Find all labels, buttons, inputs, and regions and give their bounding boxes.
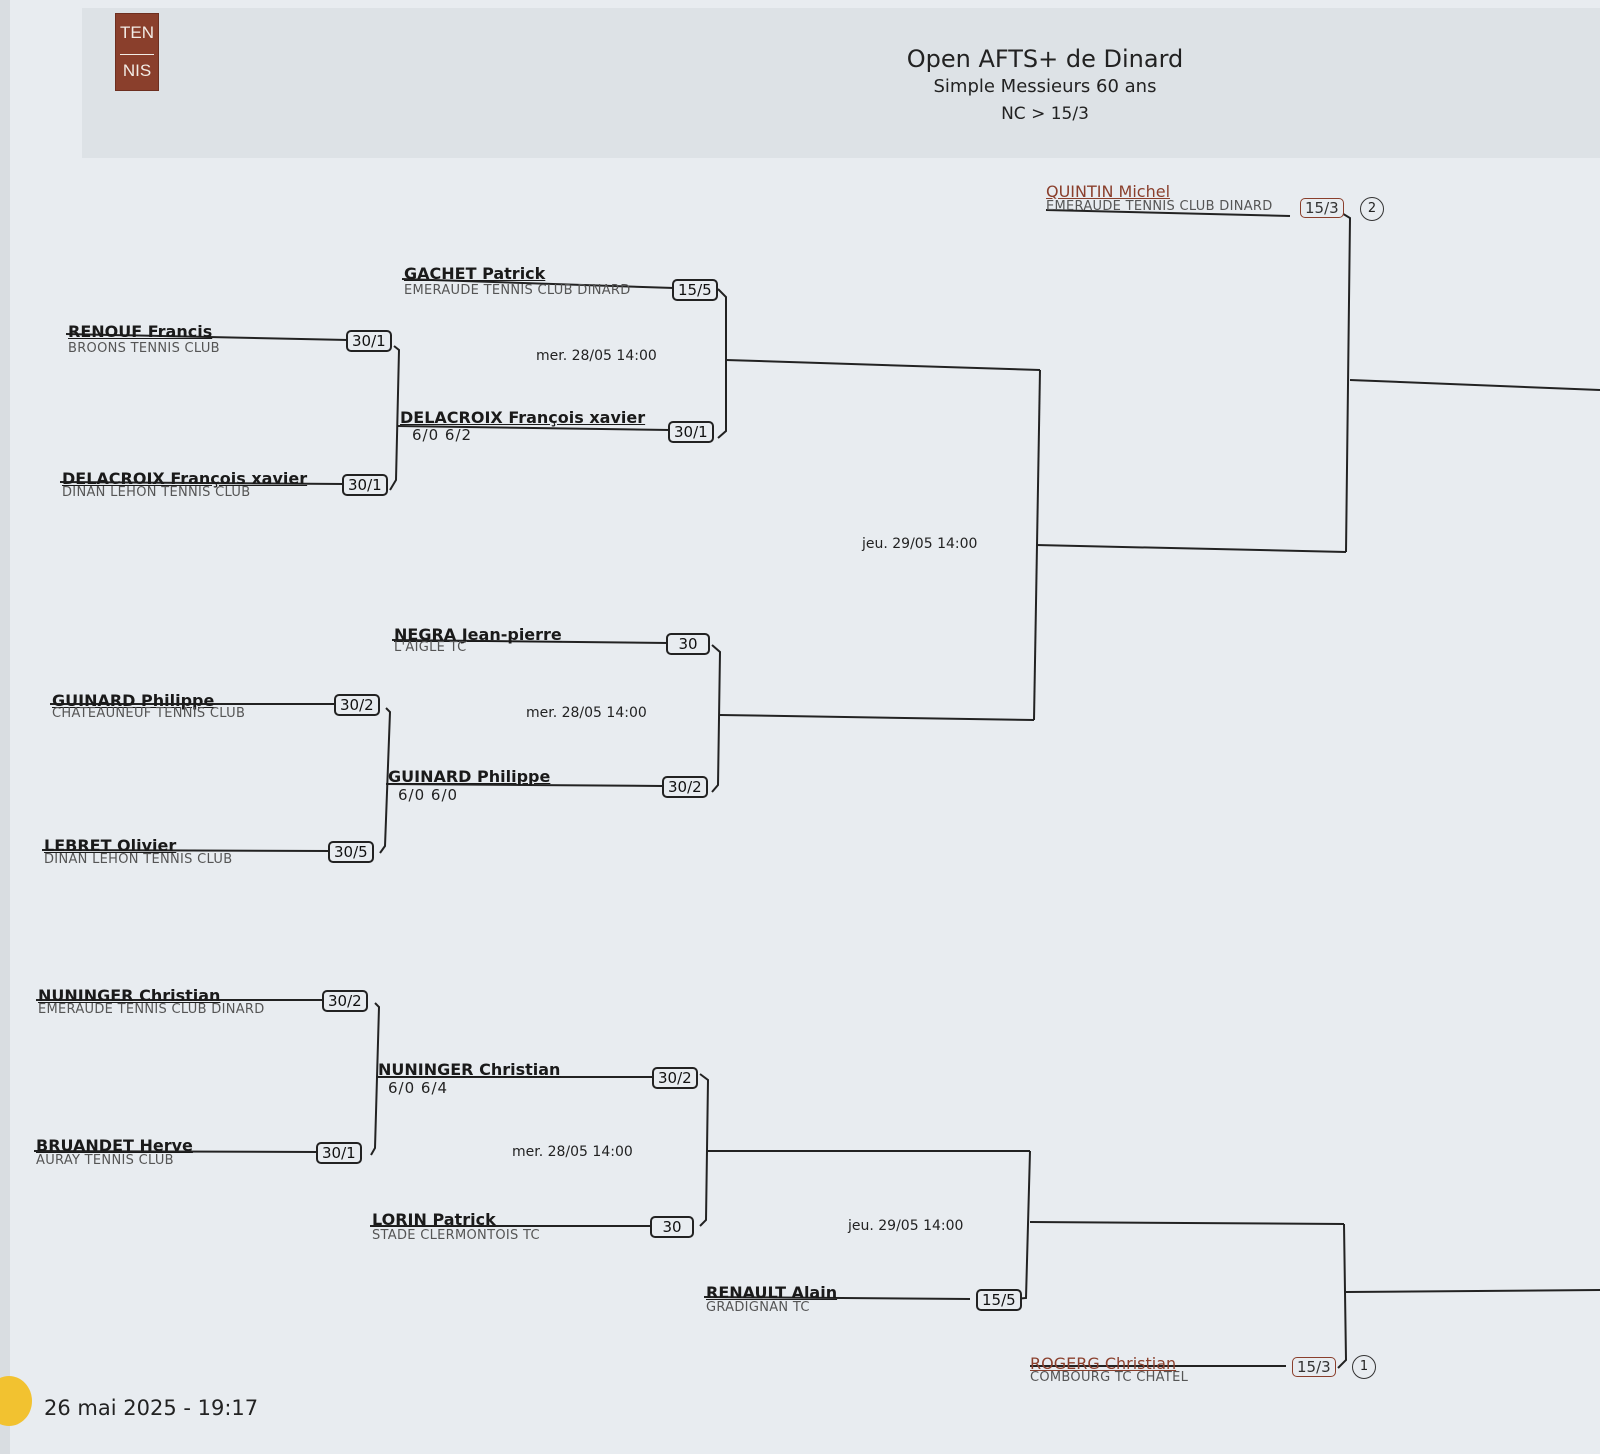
seed-player-name: ROGERG Christian <box>1030 1354 1177 1373</box>
player-name: LORIN Patrick <box>372 1210 496 1229</box>
match-schedule: jeu. 29/05 14:00 <box>862 536 978 552</box>
player-club: GRADIGNAN TC <box>706 1300 810 1315</box>
logo-text-top: TEN <box>120 23 154 42</box>
player-name: NUNINGER Christian <box>378 1060 561 1079</box>
title-block: Open AFTS+ de Dinard Simple Messieurs 60… <box>830 44 1260 128</box>
player-rank: 30/2 <box>662 776 708 798</box>
print-date: 26 mai 2025 - 19:17 <box>44 1396 259 1420</box>
player-rank: 30/5 <box>328 841 374 863</box>
tennis-logo: TEN NIS <box>115 13 159 91</box>
seed-number-badge: 2 <box>1360 197 1384 221</box>
player-club: STADE CLERMONTOIS TC <box>372 1228 540 1243</box>
player-rank: 30/2 <box>334 694 380 716</box>
bracket-sheet <box>10 0 1600 1454</box>
player-club: DINAN LEHON TENNIS CLUB <box>62 485 251 500</box>
seed-player-club: COMBOURG TC CHATEL <box>1030 1370 1189 1385</box>
match-score: 6/0 6/0 <box>398 786 459 804</box>
player-rank: 30/2 <box>652 1067 698 1089</box>
tournament-title: Open AFTS+ de Dinard <box>906 45 1184 73</box>
player-rank: 30/1 <box>668 421 714 443</box>
seed-number-badge: 1 <box>1352 1355 1376 1379</box>
match-schedule: mer. 28/05 14:00 <box>526 705 647 721</box>
logo-text-bottom: NIS <box>122 61 152 80</box>
header-band <box>82 8 1600 158</box>
player-club: EMERAUDE TENNIS CLUB DINARD <box>38 1002 265 1017</box>
ranking-range: NC > 15/3 <box>1001 104 1089 124</box>
player-name: NEGRA Jean-pierre <box>394 625 562 644</box>
player-club: L'AIGLE TC <box>394 640 467 655</box>
match-score: 6/0 6/2 <box>412 426 473 444</box>
player-name: LEBRET Olivier <box>44 836 177 855</box>
player-club: DINAN LEHON TENNIS CLUB <box>44 852 233 867</box>
player-club: AURAY TENNIS CLUB <box>36 1153 174 1168</box>
player-rank: 30 <box>650 1216 694 1238</box>
player-club: EMERAUDE TENNIS CLUB DINARD <box>404 283 631 298</box>
match-schedule: jeu. 29/05 14:00 <box>848 1218 964 1234</box>
player-name: GUINARD Philippe <box>52 691 215 710</box>
seed-player-rank: 15/3 <box>1300 198 1344 218</box>
match-schedule: mer. 28/05 14:00 <box>512 1144 633 1160</box>
player-rank: 15/5 <box>672 279 718 301</box>
player-name: GACHET Patrick <box>404 264 546 283</box>
player-name: DELACROIX François xavier <box>400 408 646 427</box>
logo-divider <box>120 54 154 58</box>
player-club: CHATEAUNEUF TENNIS CLUB <box>52 706 246 721</box>
player-name: RENAULT Alain <box>706 1283 838 1302</box>
seed-player-name: QUINTIN Michel <box>1046 182 1171 201</box>
player-rank: 30 <box>666 633 710 655</box>
player-name: BRUANDET Herve <box>36 1136 193 1155</box>
seed-player-rank: 15/3 <box>1292 1357 1336 1377</box>
category-subtitle: Simple Messieurs 60 ans <box>933 76 1157 97</box>
player-name: GUINARD Philippe <box>388 767 551 786</box>
player-name: NUNINGER Christian <box>38 986 221 1005</box>
player-club: BROONS TENNIS CLUB <box>68 341 220 356</box>
player-rank: 15/5 <box>976 1289 1022 1311</box>
player-name: RENOUF Francis <box>68 322 213 341</box>
player-rank: 30/1 <box>346 330 392 352</box>
player-name: DELACROIX François xavier <box>62 469 308 488</box>
player-rank: 30/2 <box>322 990 368 1012</box>
player-rank: 30/1 <box>316 1142 362 1164</box>
seed-player-club: EMERAUDE TENNIS CLUB DINARD <box>1046 199 1273 214</box>
match-schedule: mer. 28/05 14:00 <box>536 348 657 364</box>
player-rank: 30/1 <box>342 474 388 496</box>
match-score: 6/0 6/4 <box>388 1079 449 1097</box>
